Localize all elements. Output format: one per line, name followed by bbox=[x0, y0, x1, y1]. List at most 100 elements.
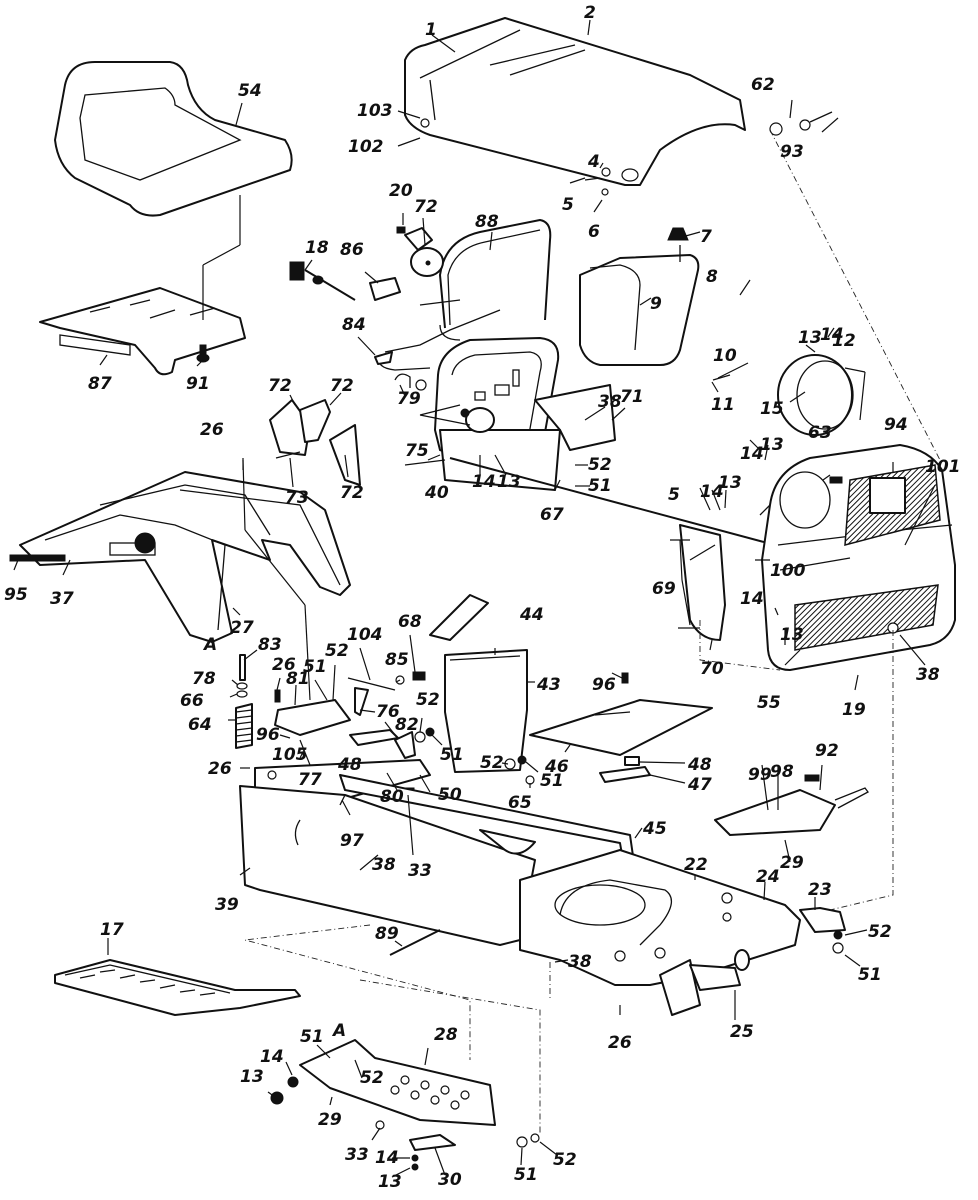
callout-88: 88 bbox=[475, 212, 499, 232]
callout-52: 52 bbox=[553, 1150, 577, 1170]
callout-51: 51 bbox=[300, 1027, 324, 1047]
switch-86 bbox=[369, 277, 401, 301]
callout-52: 52 bbox=[416, 690, 440, 710]
callout-46: 46 bbox=[544, 757, 569, 777]
callout-100: 100 bbox=[770, 561, 806, 581]
callout-labels: 1 2 103 102 62 93 4 5 6 54 87 91 20 72 1… bbox=[4, 3, 961, 1192]
callout-37: 37 bbox=[50, 589, 74, 609]
callout-48: 48 bbox=[687, 755, 712, 775]
callout-18: 18 bbox=[305, 238, 329, 258]
dash-support bbox=[378, 299, 501, 371]
choke-knob bbox=[289, 261, 356, 301]
callout-51: 51 bbox=[858, 965, 882, 985]
callout-68: 68 bbox=[398, 612, 422, 632]
callout-5: 5 bbox=[562, 195, 574, 215]
seat bbox=[54, 61, 293, 217]
callout-28: 28 bbox=[434, 1025, 458, 1045]
callout-4: 4 bbox=[587, 152, 600, 172]
callout-98: 98 bbox=[770, 762, 794, 782]
callout-95: 95 bbox=[4, 585, 28, 605]
clip-84 bbox=[374, 351, 393, 365]
callout-39: 39 bbox=[215, 895, 239, 915]
brake-bracket-82 bbox=[349, 727, 435, 759]
callout-29: 29 bbox=[780, 853, 804, 873]
callout-80: 80 bbox=[380, 787, 404, 807]
callout-91: 91 bbox=[186, 374, 210, 394]
callout-38: 38 bbox=[916, 665, 940, 685]
callout-17: 17 bbox=[100, 920, 124, 940]
callout-A: A bbox=[331, 1021, 346, 1041]
callout-44: 44 bbox=[519, 605, 544, 625]
callout-9: 9 bbox=[650, 294, 662, 314]
callout-52: 52 bbox=[480, 753, 504, 773]
callout-14: 14 bbox=[740, 444, 764, 464]
nuts-left-13-14 bbox=[270, 1076, 385, 1130]
footrest-29-right bbox=[714, 774, 869, 836]
callout-104: 104 bbox=[347, 625, 383, 645]
callout-54: 54 bbox=[238, 81, 262, 101]
callout-43: 43 bbox=[536, 675, 561, 695]
callout-27: 27 bbox=[230, 618, 254, 638]
callout-38: 38 bbox=[598, 392, 622, 412]
callout-87: 87 bbox=[88, 374, 112, 394]
bracket-81 bbox=[274, 689, 351, 736]
callout-26: 26 bbox=[608, 1033, 632, 1053]
callout-72: 72 bbox=[268, 376, 292, 396]
callout-19: 19 bbox=[842, 700, 866, 720]
callout-51: 51 bbox=[514, 1165, 538, 1185]
callout-96: 96 bbox=[592, 675, 616, 695]
callout-71: 71 bbox=[620, 387, 644, 407]
callout-78: 78 bbox=[192, 669, 216, 689]
grille-bracket-70 bbox=[670, 524, 726, 641]
spring-104 bbox=[347, 671, 426, 716]
callout-97: 97 bbox=[340, 831, 364, 851]
callout-14: 14 bbox=[740, 589, 764, 609]
callout-38: 38 bbox=[372, 855, 396, 875]
bracket-30 bbox=[409, 1134, 456, 1171]
callout-76: 76 bbox=[376, 702, 400, 722]
callout-13: 13 bbox=[780, 625, 804, 645]
callout-33: 33 bbox=[408, 861, 432, 881]
callout-14: 14 bbox=[700, 482, 724, 502]
callout-14: 14 bbox=[375, 1148, 399, 1168]
callout-14: 14 bbox=[260, 1047, 284, 1067]
footrest-29-left bbox=[299, 1039, 496, 1126]
callout-14: 14 bbox=[820, 325, 844, 345]
callout-7: 7 bbox=[700, 227, 712, 247]
callout-13: 13 bbox=[378, 1172, 402, 1192]
ignition-switch bbox=[460, 407, 495, 433]
guide-lines bbox=[244, 129, 941, 1135]
nuts-bottom-51-52 bbox=[516, 1133, 540, 1148]
callout-67: 67 bbox=[540, 505, 564, 525]
callout-45: 45 bbox=[642, 819, 667, 839]
spring-64 bbox=[235, 654, 253, 749]
callout-50: 50 bbox=[438, 785, 462, 805]
latch-47-48 bbox=[599, 756, 651, 783]
callout-52: 52 bbox=[360, 1068, 384, 1088]
callout-66: 66 bbox=[180, 691, 204, 711]
callout-51: 51 bbox=[540, 771, 564, 791]
callout-81: 81 bbox=[286, 669, 310, 689]
callout-5: 5 bbox=[668, 485, 680, 505]
callout-52: 52 bbox=[868, 922, 892, 942]
leader-lines bbox=[13, 19, 936, 1178]
callout-26: 26 bbox=[208, 759, 232, 779]
clip-79 bbox=[394, 373, 411, 388]
floor-mat-17 bbox=[54, 959, 301, 1016]
dash-lower-plate bbox=[439, 384, 616, 491]
callout-103: 103 bbox=[357, 101, 393, 121]
callout-8: 8 bbox=[706, 267, 718, 287]
callout-72: 72 bbox=[330, 376, 354, 396]
callout-65: 65 bbox=[508, 793, 532, 813]
callout-69: 69 bbox=[652, 579, 676, 599]
battery bbox=[429, 594, 528, 773]
callout-63: 63 bbox=[808, 423, 832, 443]
callout-55: 55 bbox=[757, 693, 781, 713]
callout-10: 10 bbox=[713, 346, 737, 366]
callout-93: 93 bbox=[780, 142, 804, 162]
callout-75: 75 bbox=[405, 441, 429, 461]
callout-85: 85 bbox=[385, 650, 409, 670]
callout-73: 73 bbox=[285, 488, 309, 508]
control-brackets bbox=[269, 399, 361, 486]
callout-40: 40 bbox=[424, 483, 449, 503]
